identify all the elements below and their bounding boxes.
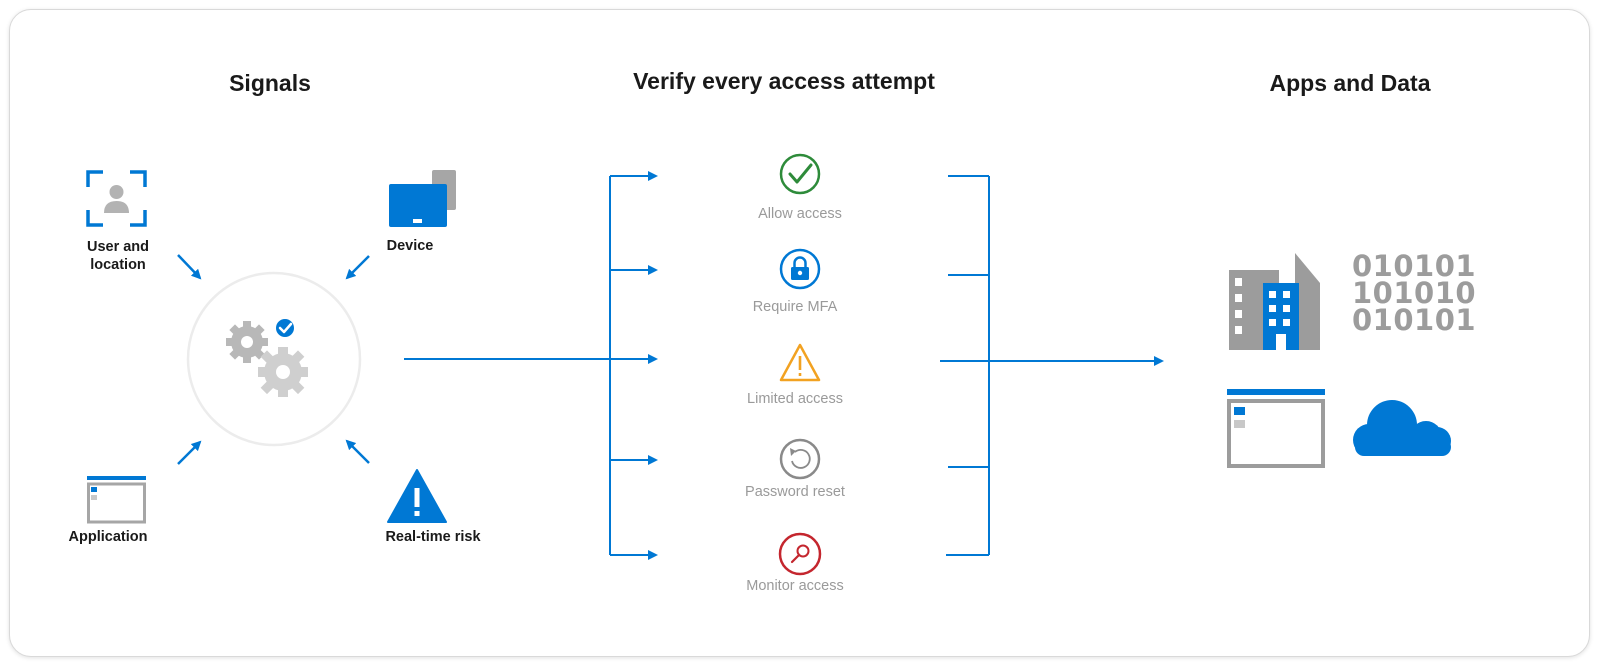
binary-line-2: 101010 <box>1352 276 1477 310</box>
binary-line-1: 010101 <box>1352 249 1477 283</box>
check-circle-icon <box>779 153 821 195</box>
policy-engine-gears-icon <box>186 271 362 447</box>
outcome-label-mfa: Require MFA <box>752 299 838 315</box>
decision-connectors <box>404 171 658 560</box>
lock-circle-icon <box>779 248 821 290</box>
real-time-risk-icon <box>387 469 447 523</box>
cloud-icon <box>1353 400 1451 456</box>
reset-circle-icon <box>779 438 821 480</box>
signal-label-real-time-risk: Real-time risk <box>385 529 481 545</box>
outcome-label-monitor: Monitor access <box>746 578 844 594</box>
signal-label-application: Application <box>68 529 148 545</box>
user-location-icon <box>86 170 147 227</box>
signals-heading: Signals <box>229 70 311 96</box>
binary-line-3: 010101 <box>1352 303 1477 337</box>
application-icon <box>87 476 146 524</box>
signal-label-device: Device <box>386 238 434 254</box>
outcome-label-allow: Allow access <box>758 206 842 222</box>
binary-data-icon: 010101 101010 010101 <box>1352 249 1477 337</box>
apps-data-heading: Apps and Data <box>1269 70 1431 96</box>
outcome-label-password-reset: Password reset <box>745 484 845 500</box>
magnifier-circle-icon <box>778 532 822 576</box>
verify-heading: Verify every access attempt <box>633 68 935 94</box>
app-window-icon <box>1227 389 1325 468</box>
building-icon <box>1229 253 1320 350</box>
device-icon <box>389 170 456 227</box>
signal-arrows <box>177 254 370 465</box>
signal-label-user-location: User and location <box>86 239 150 273</box>
warning-triangle-icon <box>779 343 821 382</box>
outcome-label-limited: Limited access <box>747 391 843 407</box>
merge-connectors <box>940 175 1164 556</box>
